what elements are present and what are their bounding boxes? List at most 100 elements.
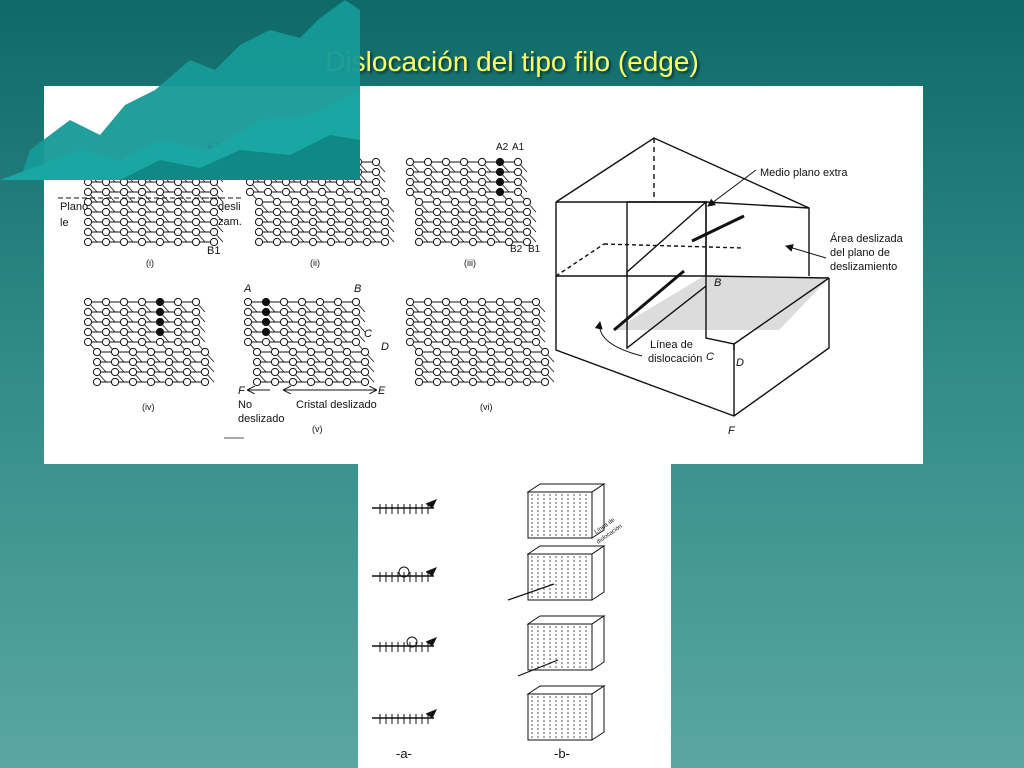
lattice-atom — [110, 367, 120, 377]
lattice-atom — [459, 167, 469, 177]
lattice-v — [243, 297, 375, 387]
lattice-atom — [360, 367, 370, 377]
lattice-atom — [540, 347, 550, 357]
lattice-atom — [522, 197, 532, 207]
lattice-atom — [191, 217, 201, 227]
lattice-atom — [531, 307, 541, 317]
lattice-atom — [540, 377, 550, 387]
lattice-atom — [423, 307, 433, 317]
lattice-atom — [423, 297, 433, 307]
caption-vi: (vi) — [480, 402, 493, 412]
lattice-atom — [468, 357, 478, 367]
lattice-atom — [362, 217, 372, 227]
lattice-atom — [270, 347, 280, 357]
lattice-atom — [279, 307, 289, 317]
head-mark — [425, 637, 438, 647]
lattice-atom — [468, 237, 478, 247]
lattice-atom — [261, 327, 271, 337]
block-sequence-column — [507, 483, 606, 741]
lattice-atom — [342, 367, 352, 377]
lattice-atom — [254, 237, 264, 247]
block-top — [526, 615, 606, 625]
lattice-atom — [155, 227, 165, 237]
lattice-atom — [155, 217, 165, 227]
crystal-block-figure — [555, 137, 830, 417]
lattice-atom — [441, 187, 451, 197]
lattice-atom — [414, 197, 424, 207]
lattice-atom — [477, 177, 487, 187]
lattice-atom — [362, 237, 372, 247]
lattice-atom — [83, 317, 93, 327]
block-front — [527, 491, 593, 539]
block-top — [526, 545, 606, 555]
lattice-atom — [92, 367, 102, 377]
lattice-atom — [441, 317, 451, 327]
lattice-atom — [486, 357, 496, 367]
caterpillar-analogy-column — [372, 499, 438, 724]
lattice-atom — [128, 367, 138, 377]
lattice-atom — [209, 197, 219, 207]
lattice-atom — [200, 377, 210, 387]
lattice-atom — [513, 327, 523, 337]
lattice-atom — [441, 307, 451, 317]
lattice-atom — [540, 367, 550, 377]
lattice-atom — [101, 337, 111, 347]
dislocation-motion-diagram: -a- -b- Línea de dislocación — [372, 483, 623, 761]
label-e-v: E — [378, 385, 386, 397]
lattice-atom — [137, 207, 147, 217]
lattice-atom — [297, 317, 307, 327]
lattice-atom — [486, 207, 496, 217]
lattice-atom — [486, 237, 496, 247]
lattice-atom — [164, 367, 174, 377]
lattice-atom — [101, 327, 111, 337]
lattice-atom — [254, 227, 264, 237]
lattice-atom — [173, 227, 183, 237]
lattice-atom — [504, 227, 514, 237]
caption-v: (v) — [312, 424, 323, 434]
lattice-atom — [92, 347, 102, 357]
lattice-atom — [128, 377, 138, 387]
dislocation-diagram: A1 B1 Plano le (i) desli zam. (ii) A2 A1… — [58, 137, 904, 439]
lattice-atom — [261, 337, 271, 347]
lattice-atom — [173, 217, 183, 227]
lattice-atom — [333, 297, 343, 307]
lattice-atom — [468, 207, 478, 217]
lattice-atom — [504, 347, 514, 357]
lattice-atom — [405, 307, 415, 317]
label-a-v: A — [243, 283, 251, 295]
lattice-atom — [495, 327, 505, 337]
lattice-atom — [297, 337, 307, 347]
lattice-atom — [182, 357, 192, 367]
lattice-atom — [441, 177, 451, 187]
lattice-atom — [333, 307, 343, 317]
lattice-atom — [324, 347, 334, 357]
caption-iv: (iv) — [142, 402, 155, 412]
lattice-atom — [423, 337, 433, 347]
lattice-atom — [164, 357, 174, 367]
lattice-atom — [495, 317, 505, 327]
lattice-atom — [290, 217, 300, 227]
lattice-atom — [272, 207, 282, 217]
lattice-atom — [360, 357, 370, 367]
label-extra-half-plane: Medio plano extra — [760, 167, 848, 179]
diagram-panel-bottom: -a- -b- Línea de dislocación — [358, 464, 671, 768]
lattice-atom — [243, 307, 253, 317]
lattice-atom — [173, 297, 183, 307]
label-slip-area-2: del plano de — [830, 247, 890, 259]
label-d-block: D — [736, 357, 744, 369]
lattice-atom — [137, 217, 147, 227]
lattice-atom — [513, 167, 523, 177]
lattice-atom — [423, 157, 433, 167]
lattice-atom — [288, 347, 298, 357]
lattice-atom — [155, 207, 165, 217]
lattice-atom — [468, 227, 478, 237]
lattice-atom — [324, 367, 334, 377]
lattice-atom — [495, 337, 505, 347]
lattice-atom — [351, 337, 361, 347]
lattice-atom — [326, 227, 336, 237]
lattice-atom — [504, 377, 514, 387]
label-no-v: No — [238, 399, 252, 411]
lattice-atom — [101, 297, 111, 307]
lattice-atom — [83, 207, 93, 217]
lattice-atom — [344, 197, 354, 207]
